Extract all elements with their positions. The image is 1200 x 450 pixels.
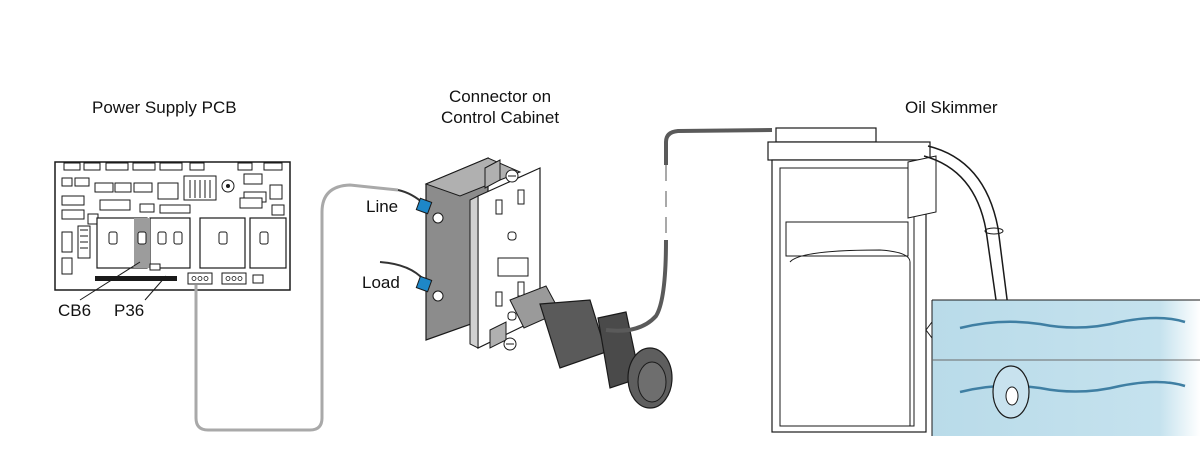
cable-pcb-to-outlet [194,183,399,432]
cb6-label: CB6 [58,301,92,320]
cb6-leader [79,261,141,301]
skimmer-cable-upper [664,128,773,165]
load-connector-band [415,275,433,293]
connector-title-line-1: Connector on [448,87,552,106]
skimmer-cable-lower [605,239,668,333]
line-label: Line [366,197,399,216]
oil-tank [925,299,1200,436]
p36-label: P36 [114,301,145,320]
power-supply-pcb [54,161,291,301]
oil-skimmer [767,127,1017,433]
line-connector-band [415,197,433,215]
oil-wave-1 [959,316,1186,330]
p36-leader [144,275,167,301]
connector-title-line-2: Control Cabinet [440,108,560,127]
pcb-title: Power Supply PCB [92,98,237,117]
skimmer-title: Oil Skimmer [905,98,998,117]
skimmer-plug [509,285,673,409]
load-label: Load [362,273,400,292]
